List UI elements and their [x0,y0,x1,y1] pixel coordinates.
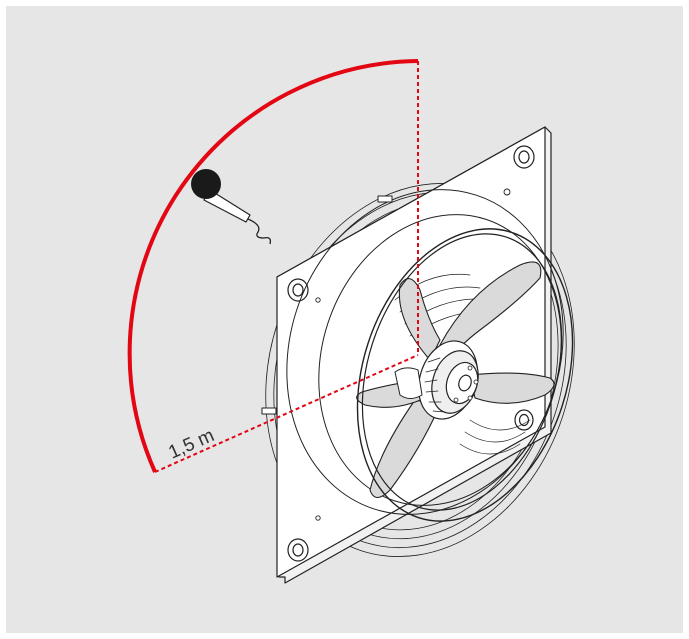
distance-line [154,354,419,473]
blade-top [439,261,542,359]
plate-holes [287,145,535,562]
motor-hub [418,340,479,420]
mounting-plate [276,126,546,578]
front-ring-outer [356,228,574,522]
blade-right [469,372,555,404]
blade-left [398,278,441,361]
axial-fan-illustration [261,126,575,584]
distance-label: 1,5 m [165,425,217,464]
front-ring-inner [361,233,563,511]
microphone-head [191,169,221,199]
measurement-arc [127,59,419,473]
microphone-icon [191,169,272,245]
blade-bottom [369,399,441,499]
microphone-cable [247,218,272,245]
plate-marks [315,188,511,521]
motor-bracket [394,367,423,399]
guard-clips [261,195,393,415]
